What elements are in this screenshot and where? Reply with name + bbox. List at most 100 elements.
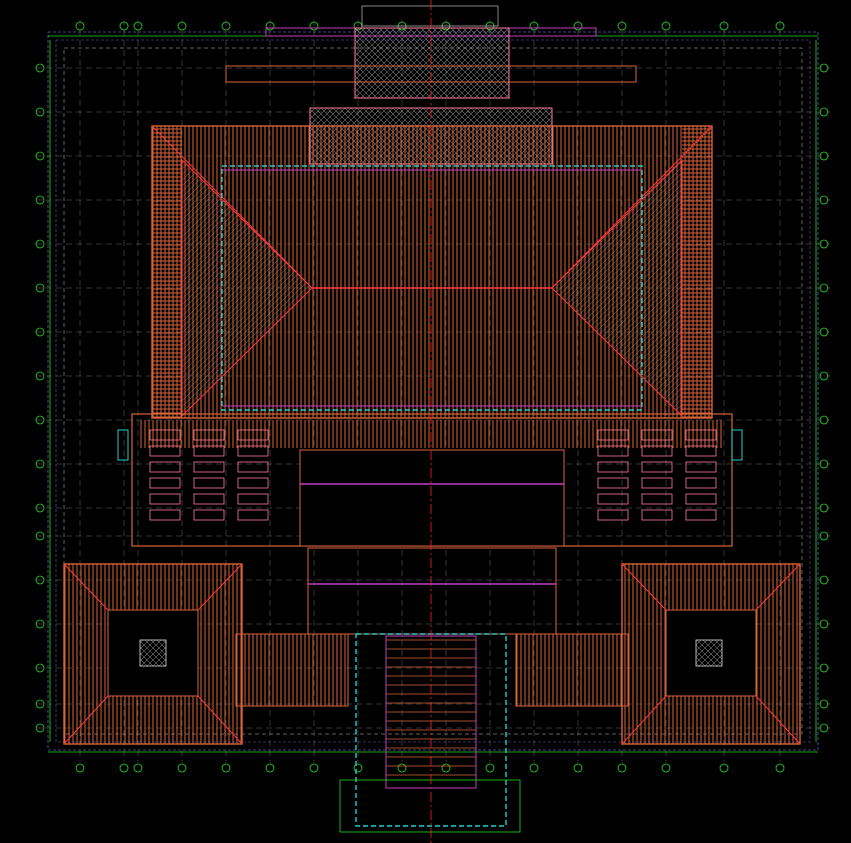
axis-bubble (177, 21, 187, 31)
axis-bubble (35, 63, 45, 73)
stair-block (149, 477, 181, 489)
axis-bubble (819, 575, 829, 585)
stair-blocks-right (597, 429, 717, 521)
stair-blocks-left (149, 429, 269, 521)
stair-block (641, 493, 673, 505)
axis-bubble (775, 763, 785, 773)
stair-block (685, 493, 717, 505)
axis-bubble (819, 459, 829, 469)
stair-block (149, 509, 181, 521)
stair-block (149, 429, 181, 441)
axis-bubble (35, 195, 45, 205)
stair-block (685, 445, 717, 457)
stair-block (237, 493, 269, 505)
stair-block (685, 461, 717, 473)
axis-bubble (75, 763, 85, 773)
axis-bubble (819, 283, 829, 293)
axis-bubble (35, 619, 45, 629)
axis-bubble (819, 415, 829, 425)
stair-block (597, 493, 629, 505)
axis-bubble (221, 763, 231, 773)
stair-block (193, 461, 225, 473)
axis-bubble (35, 239, 45, 249)
pavilion-left (63, 563, 243, 745)
stair-block (641, 429, 673, 441)
axis-bubble (819, 371, 829, 381)
axis-bubble (35, 699, 45, 709)
axis-bubble (35, 415, 45, 425)
axis-bubble (617, 763, 627, 773)
stair-block (193, 509, 225, 521)
axis-bubble (35, 663, 45, 673)
stair-block (597, 509, 629, 521)
axis-bubble (661, 763, 671, 773)
axis-bubble (573, 763, 583, 773)
axis-bubble (35, 723, 45, 733)
main-hall-roof (151, 125, 713, 419)
axis-bubble (397, 763, 407, 773)
axis-bubble (119, 763, 129, 773)
axis-bubble (35, 459, 45, 469)
stair-block (685, 477, 717, 489)
axis-bubble (819, 239, 829, 249)
axis-bubble (265, 763, 275, 773)
stair-block (193, 445, 225, 457)
axis-bubble (309, 21, 319, 31)
axis-bubble (819, 619, 829, 629)
axis-bubble (35, 503, 45, 513)
axis-bubble (775, 21, 785, 31)
pavilion-right (621, 563, 801, 745)
axis-bubble (661, 21, 671, 31)
terrace-band (117, 413, 743, 547)
stair-block (149, 493, 181, 505)
axis-bubble (75, 21, 85, 31)
axis-bubble (573, 21, 583, 31)
axis-bubble (35, 107, 45, 117)
stair-block (149, 461, 181, 473)
stair-block (193, 429, 225, 441)
axis-bubble (819, 327, 829, 337)
stair-block (597, 461, 629, 473)
axis-bubble (309, 763, 319, 773)
axis-bubble (819, 699, 829, 709)
axis-bubble (819, 63, 829, 73)
axis-bubble (221, 21, 231, 31)
axis-bubble (35, 327, 45, 337)
stair-block (193, 477, 225, 489)
stair-block (597, 477, 629, 489)
axis-bubble (719, 21, 729, 31)
stair-block (641, 445, 673, 457)
axis-bubble (485, 763, 495, 773)
axis-bubble (177, 763, 187, 773)
stair-block (641, 477, 673, 489)
stair-block (149, 445, 181, 457)
axis-bubble (819, 195, 829, 205)
stair-block (641, 461, 673, 473)
stair-block (237, 509, 269, 521)
axis-bubble (35, 283, 45, 293)
axis-bubble (35, 151, 45, 161)
axis-bubble (133, 763, 143, 773)
stair-block (685, 429, 717, 441)
axis-bubble (35, 371, 45, 381)
axis-bubble (819, 503, 829, 513)
stair-block (237, 461, 269, 473)
axis-bubble (119, 21, 129, 31)
axis-bubble (441, 763, 451, 773)
axis-bubble (819, 107, 829, 117)
axis-bubble (819, 151, 829, 161)
stair-block (237, 429, 269, 441)
axis-bubble (265, 21, 275, 31)
axis-bubble (35, 575, 45, 585)
axis-bubble (719, 763, 729, 773)
axis-bubble (819, 531, 829, 541)
stair-block (597, 445, 629, 457)
stair-block (597, 429, 629, 441)
stair-block (641, 509, 673, 521)
stair-block (193, 493, 225, 505)
axis-bubble (133, 21, 143, 31)
stair-block (237, 477, 269, 489)
stair-block (237, 445, 269, 457)
axis-bubble (353, 763, 363, 773)
